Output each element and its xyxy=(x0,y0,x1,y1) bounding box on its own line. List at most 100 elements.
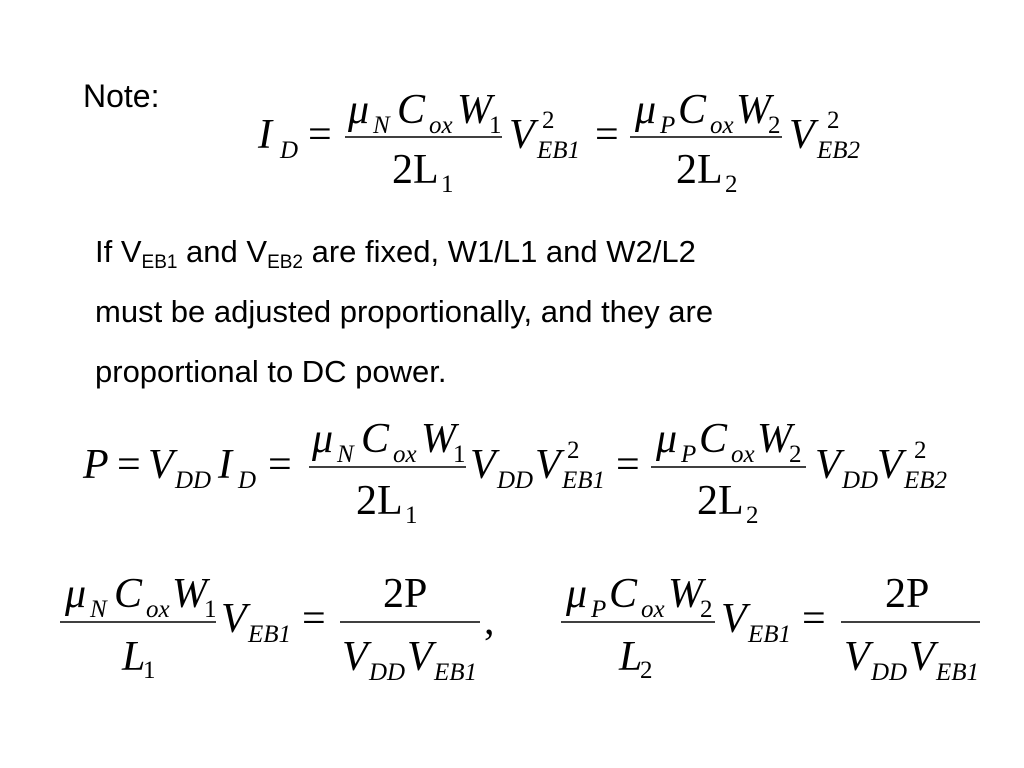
svg-text:C: C xyxy=(361,416,390,462)
svg-text:EB1: EB1 xyxy=(247,621,291,648)
svg-text:μ: μ xyxy=(634,87,656,133)
svg-text:V: V xyxy=(407,634,437,680)
svg-text:C: C xyxy=(678,87,707,133)
svg-text:1: 1 xyxy=(441,171,454,198)
svg-text:W: W xyxy=(457,87,496,133)
svg-text:=: = xyxy=(117,442,141,488)
svg-text:DD: DD xyxy=(174,467,211,494)
svg-text:ox: ox xyxy=(710,112,734,139)
svg-text:2: 2 xyxy=(640,657,653,684)
svg-text:2: 2 xyxy=(725,171,738,198)
svg-text:ox: ox xyxy=(146,596,170,623)
svg-text:2: 2 xyxy=(827,107,840,134)
svg-text:V: V xyxy=(470,442,500,488)
svg-text:C: C xyxy=(609,571,638,617)
svg-text:I: I xyxy=(217,442,234,488)
note-label: Note: xyxy=(83,78,160,114)
svg-text:EB1: EB1 xyxy=(935,659,979,686)
svg-text:2: 2 xyxy=(768,112,781,139)
svg-text:DD: DD xyxy=(870,659,907,686)
svg-text:2P: 2P xyxy=(885,571,929,617)
svg-text:P: P xyxy=(82,442,109,488)
svg-text:2: 2 xyxy=(914,437,927,464)
svg-text:EB2: EB2 xyxy=(816,137,860,164)
svg-text:EB2: EB2 xyxy=(903,467,947,494)
svg-text:EB1: EB1 xyxy=(433,659,477,686)
svg-text:ox: ox xyxy=(429,112,453,139)
svg-text:2: 2 xyxy=(746,502,759,529)
svg-text:V: V xyxy=(815,442,845,488)
svg-text:EB1: EB1 xyxy=(747,621,791,648)
svg-text:2L: 2L xyxy=(676,147,723,193)
equation-ratio-2: μ P C ox W 2 L 2 V EB1 = 2P V DD V EB1 xyxy=(561,571,980,686)
svg-text:2: 2 xyxy=(542,107,555,134)
svg-text:W: W xyxy=(736,87,775,133)
svg-text:1: 1 xyxy=(143,657,156,684)
svg-text:V: V xyxy=(909,634,939,680)
svg-text:1: 1 xyxy=(204,596,217,623)
svg-text:=: = xyxy=(268,442,292,488)
paragraph-line-2: must be adjusted proportionally, and the… xyxy=(95,294,714,329)
svg-text:1: 1 xyxy=(489,112,502,139)
svg-text:V: V xyxy=(844,634,874,680)
equation-dc-power: P = V DD I D = μ N C ox W 1 2L 1 V DD V … xyxy=(82,416,947,529)
svg-text:V: V xyxy=(789,112,819,158)
svg-text:N: N xyxy=(89,596,108,623)
svg-text:=: = xyxy=(802,596,826,642)
svg-text:μ: μ xyxy=(565,571,587,617)
svg-text:P: P xyxy=(680,441,696,468)
svg-text:2: 2 xyxy=(567,437,580,464)
svg-text:L: L xyxy=(618,634,642,680)
svg-text:=: = xyxy=(616,442,640,488)
paragraph-line-1: If VEB1 and VEB2 are fixed, W1/L1 and W2… xyxy=(95,234,696,273)
explanation-paragraph: If VEB1 and VEB2 are fixed, W1/L1 and W2… xyxy=(95,222,955,402)
svg-text:EB1: EB1 xyxy=(536,137,580,164)
svg-text:C: C xyxy=(699,416,728,462)
svg-text:W: W xyxy=(757,416,796,462)
svg-text:μ: μ xyxy=(64,571,86,617)
svg-text:V: V xyxy=(535,442,565,488)
svg-text:D: D xyxy=(279,137,298,164)
svg-text:1: 1 xyxy=(453,441,466,468)
svg-text:1: 1 xyxy=(405,502,418,529)
svg-text:C: C xyxy=(114,571,143,617)
svg-text:V: V xyxy=(877,442,907,488)
svg-text:C: C xyxy=(397,87,426,133)
svg-text:DD: DD xyxy=(368,659,405,686)
equation-drain-current: I D = μ N C ox W 1 2L 1 V 2 EB1 = μ P C … xyxy=(257,87,860,198)
svg-text:EB1: EB1 xyxy=(561,467,605,494)
svg-text:N: N xyxy=(336,441,355,468)
svg-text:2L: 2L xyxy=(356,478,403,524)
svg-text:=: = xyxy=(302,596,326,642)
svg-text:V: V xyxy=(721,596,751,642)
svg-text:μ: μ xyxy=(655,416,677,462)
svg-text:2L: 2L xyxy=(392,147,439,193)
paragraph-line-3: proportional to DC power. xyxy=(95,354,447,389)
svg-text:DD: DD xyxy=(496,467,533,494)
svg-text:ox: ox xyxy=(641,596,665,623)
svg-text:P: P xyxy=(590,596,606,623)
svg-text:D: D xyxy=(237,467,256,494)
svg-text:ox: ox xyxy=(731,441,755,468)
svg-text:,: , xyxy=(484,598,495,644)
svg-text:2P: 2P xyxy=(383,571,427,617)
svg-text:2: 2 xyxy=(700,596,713,623)
equation-ratio-1: μ N C ox W 1 L 1 V EB1 = 2P V DD V EB1 , xyxy=(60,571,495,686)
svg-text:V: V xyxy=(342,634,372,680)
svg-text:V: V xyxy=(509,112,539,158)
svg-text:N: N xyxy=(372,112,391,139)
svg-text:DD: DD xyxy=(841,467,878,494)
svg-text:2L: 2L xyxy=(697,478,744,524)
svg-text:μ: μ xyxy=(347,87,369,133)
svg-text:2: 2 xyxy=(789,441,802,468)
svg-text:μ: μ xyxy=(311,416,333,462)
svg-text:W: W xyxy=(668,571,707,617)
svg-text:=: = xyxy=(595,112,619,158)
svg-text:=: = xyxy=(308,112,332,158)
svg-text:V: V xyxy=(148,442,178,488)
svg-text:L: L xyxy=(121,634,145,680)
eq1-lhs: I xyxy=(257,112,274,158)
svg-text:ox: ox xyxy=(393,441,417,468)
svg-text:V: V xyxy=(221,596,251,642)
